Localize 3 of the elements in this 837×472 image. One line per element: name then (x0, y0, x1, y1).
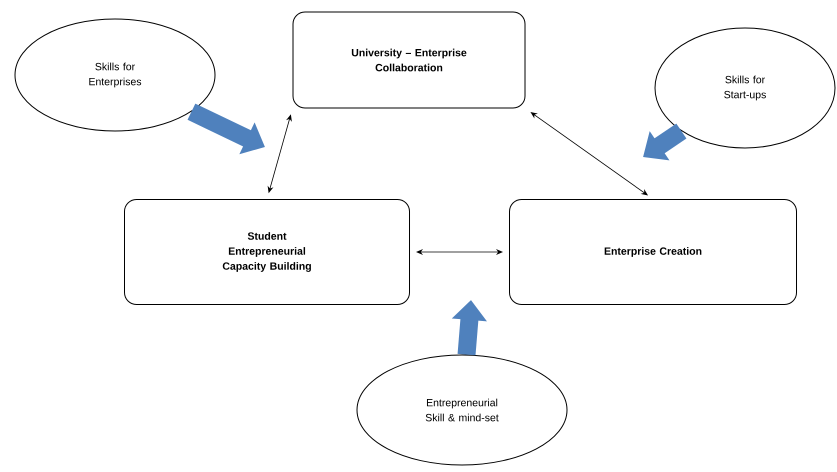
process-box: Enterprise Creation (509, 199, 797, 305)
process-box: University – Enterprise Collaboration (292, 12, 526, 108)
process-box: Student Entrepreneurial Capacity Building (124, 199, 410, 305)
